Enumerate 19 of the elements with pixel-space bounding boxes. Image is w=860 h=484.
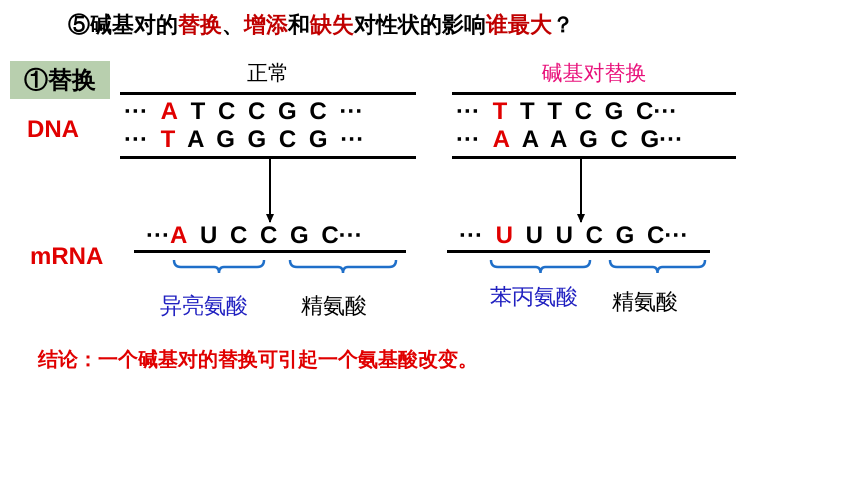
amino-acid-label: 精氨酸 xyxy=(612,289,678,317)
section-tag: ①替换 xyxy=(10,61,110,99)
base-sequence: ··· T A G G C G ··· xyxy=(124,126,366,154)
slide-title: ⑤碱基对的替换、增添和缺失对性状的影响谁最大？ xyxy=(68,11,574,39)
strand-label: mRNA xyxy=(30,243,104,271)
base-sequence: ··· T T T C G C··· xyxy=(456,98,678,126)
base-sequence: ··· A T C C G C ··· xyxy=(124,98,364,126)
amino-acid-label: 苯丙氨酸 xyxy=(490,284,578,312)
amino-acid-label: 精氨酸 xyxy=(301,293,367,321)
base-sequence: ··· U U U C G C··· xyxy=(459,222,690,250)
base-sequence: ··· A A A G C G··· xyxy=(456,126,684,154)
strand-heading: 正常 xyxy=(246,60,290,87)
strand-heading: 碱基对替换 xyxy=(540,60,648,87)
strand-label: DNA xyxy=(27,116,79,144)
amino-acid-label: 异亮氨酸 xyxy=(160,293,248,321)
arrow xyxy=(577,159,585,223)
conclusion-text: 结论：一个碱基对的替换可引起一个氨基酸改变。 xyxy=(38,348,478,373)
base-sequence: ···A U C C G C··· xyxy=(146,222,364,250)
arrow xyxy=(266,159,274,223)
